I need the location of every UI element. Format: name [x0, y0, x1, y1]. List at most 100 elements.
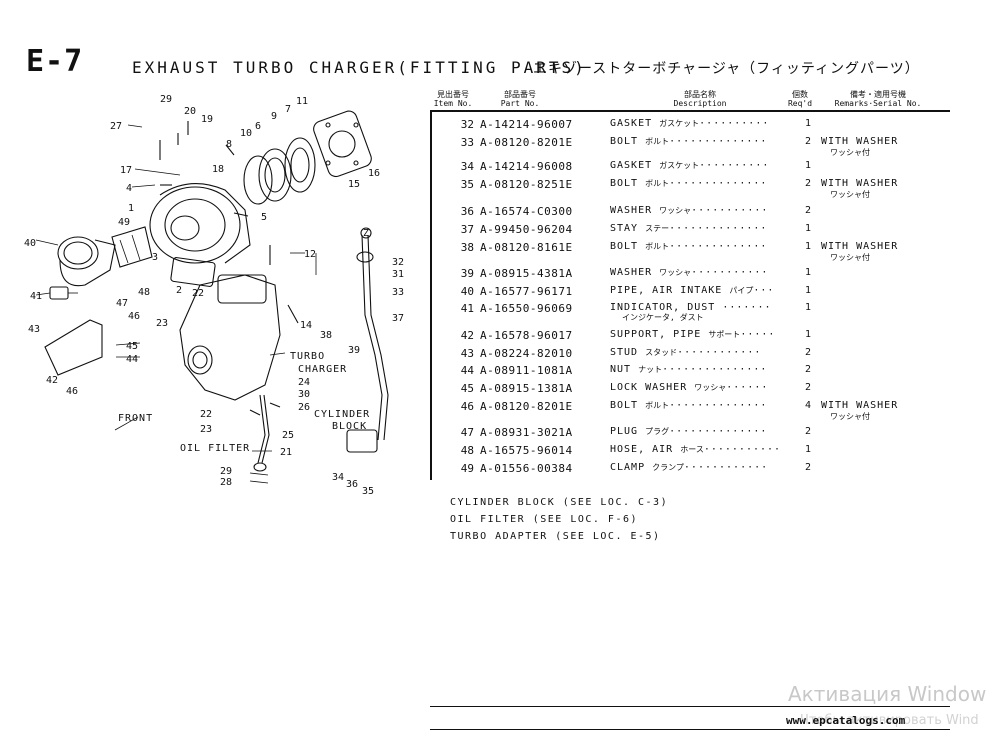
part-no: A-08915-1381A: [480, 382, 573, 395]
description: STAY ステー··············: [610, 223, 767, 234]
references-list: CYLINDER BLOCK (SEE LOC. C-3) OIL FILTER…: [450, 497, 668, 548]
callout-10: 10: [240, 128, 252, 139]
part-no: A-16577-96171: [480, 285, 573, 298]
description-text: BOLT: [610, 400, 639, 411]
description-text: PIPE, AIR INTAKE: [610, 285, 723, 296]
description-text: SUPPORT, PIPE: [610, 329, 702, 340]
remarks: WITH WASHER: [821, 400, 899, 411]
description: CLAMP クランプ············: [610, 462, 768, 473]
reference-cylinder-block: CYLINDER BLOCK (SEE LOC. C-3): [450, 497, 669, 508]
leader-dots: ··············: [669, 223, 768, 234]
leader-dots: ···: [753, 285, 775, 296]
remarks-japanese: ワッシャ付: [830, 412, 870, 421]
description-text: BOLT: [610, 241, 639, 252]
leader-dots: ··············: [669, 241, 768, 252]
remarks: WITH WASHER: [821, 136, 899, 147]
activation-watermark: Активация Window: [788, 682, 987, 706]
description-japanese: ホース: [680, 445, 704, 454]
description-text: STAY: [610, 223, 639, 234]
callout-42: 42: [46, 375, 58, 386]
leader-dots: ············: [677, 347, 762, 358]
description-text: STUD: [610, 347, 639, 358]
oil-filter-label: OIL FILTER: [180, 443, 250, 454]
description: HOSE, AIR ホース···········: [610, 444, 781, 455]
callout-36: 36: [346, 479, 358, 490]
part-no: A-08224-82010: [480, 347, 573, 360]
description: INDICATOR, DUST ·······: [610, 302, 772, 313]
callout-34: 34: [332, 472, 344, 483]
callout-9: 9: [271, 111, 277, 122]
remarks: WITH WASHER: [821, 241, 899, 252]
required-qty: 2: [805, 205, 812, 216]
callout-1: 1: [128, 203, 134, 214]
reference-turbo-adapter: TURBO ADAPTER (SEE LOC. E-5): [450, 531, 661, 542]
part-no: A-16550-96069: [480, 302, 573, 315]
callout-28: 28: [220, 477, 232, 488]
callout-23-upper: 23: [156, 318, 168, 329]
description-japanese: ボルト: [645, 401, 670, 410]
header-required: 個数 Req'd: [787, 90, 813, 108]
description-japanese: プラグ: [645, 427, 670, 436]
remarks-japanese: ワッシャ付: [830, 190, 870, 199]
part-no: A-16578-96017: [480, 329, 573, 342]
leader-dots: ··············: [669, 426, 768, 437]
callout-8: 8: [226, 139, 232, 150]
item-no: 43: [460, 347, 474, 360]
required-qty: 2: [805, 178, 812, 189]
description-japanese: ボルト: [645, 179, 670, 188]
callout-41: 41: [30, 291, 42, 302]
description: GASKET ガスケット··········: [610, 160, 769, 171]
remarks: WITH WASHER: [821, 178, 899, 189]
description-text: WASHER: [610, 205, 653, 216]
callout-35: 35: [362, 486, 374, 497]
callout-18: 18: [212, 164, 224, 175]
description: BOLT ボルト··············: [610, 241, 767, 252]
description: SUPPORT, PIPE サポート·····: [610, 329, 775, 340]
callout-11: 11: [296, 96, 308, 107]
description: PLUG プラグ··············: [610, 426, 767, 437]
callout-39: 39: [348, 345, 360, 356]
callout-4: 4: [126, 183, 132, 194]
item-no: 39: [460, 267, 474, 280]
parts-table-header: 見出番号 Item No. 部品番号 Part No. 部品名称 Descrip…: [430, 88, 950, 112]
part-no: A-08911-1081A: [480, 364, 573, 377]
required-qty: 2: [805, 347, 812, 358]
callout-27: 27: [110, 121, 122, 132]
description-japanese: サポート: [708, 330, 741, 339]
leader-dots: ··········: [699, 118, 770, 129]
callout-32: 32: [392, 257, 404, 268]
cylinder-block-label-2: BLOCK: [332, 421, 367, 432]
part-no: A-08931-3021A: [480, 426, 573, 439]
item-no: 40: [460, 285, 474, 298]
required-qty: 1: [805, 444, 812, 455]
part-no: A-08120-8251E: [480, 178, 573, 191]
item-no: 46: [460, 400, 474, 413]
description-text: WASHER: [610, 267, 653, 278]
description-japanese: ボルト: [645, 242, 670, 251]
callout-46-lower: 46: [66, 386, 78, 397]
callout-25: 25: [282, 430, 294, 441]
callout-2: 2: [176, 285, 182, 296]
callout-43: 43: [28, 324, 40, 335]
item-no: 49: [460, 462, 474, 475]
description-text: GASKET: [610, 160, 653, 171]
part-no: A-08915-4381A: [480, 267, 573, 280]
required-qty: 1: [805, 241, 812, 252]
callout-22-upper: 22: [192, 288, 204, 299]
callout-24: 24: [298, 377, 310, 388]
item-no: 45: [460, 382, 474, 395]
item-no: 42: [460, 329, 474, 342]
required-qty: 2: [805, 426, 812, 437]
required-qty: 2: [805, 462, 812, 473]
leader-dots: ··········: [699, 160, 770, 171]
item-no: 47: [460, 426, 474, 439]
callout-38: 38: [320, 330, 332, 341]
callout-16: 16: [368, 168, 380, 179]
